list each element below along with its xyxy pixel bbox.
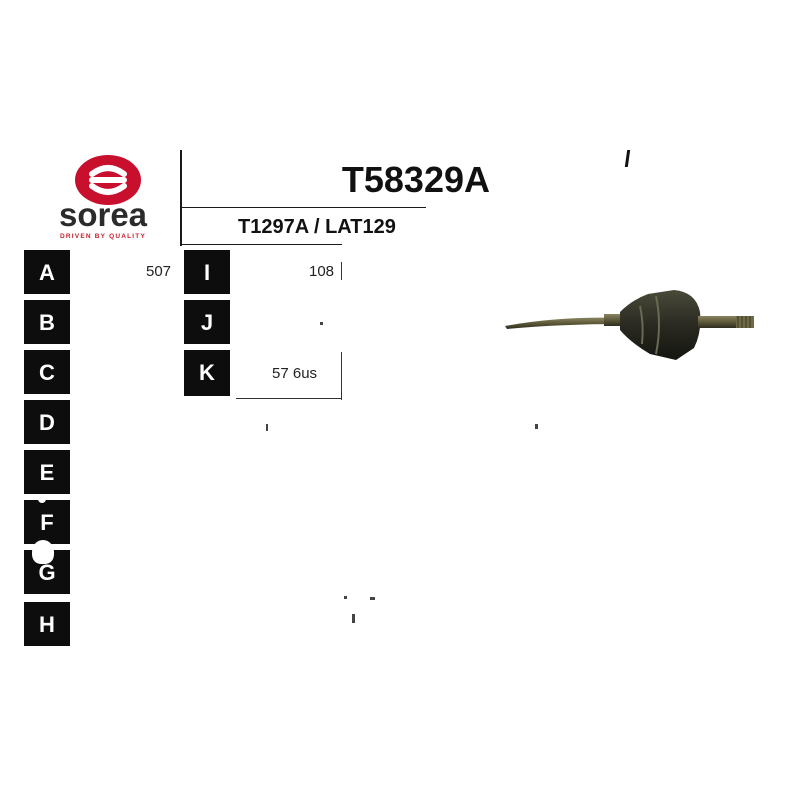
spec-label-c: C bbox=[24, 350, 70, 396]
spec-value-i: 108 bbox=[309, 263, 335, 280]
artifact-blob bbox=[32, 540, 54, 564]
artifact-dot bbox=[38, 495, 46, 503]
spec-value-a: 507 bbox=[146, 263, 172, 280]
brand-tagline: DRIVEN BY QUALITY bbox=[59, 233, 146, 240]
spec-label-e: E bbox=[24, 450, 70, 496]
sorea-seal-icon bbox=[75, 155, 141, 205]
header-bottom-rule bbox=[182, 244, 342, 245]
spec-label-i: I bbox=[184, 250, 230, 296]
spec-label-b: B bbox=[24, 300, 70, 346]
part-number: T58329A bbox=[341, 160, 490, 200]
value-divider bbox=[341, 262, 342, 280]
header-divider-horizontal bbox=[180, 207, 426, 208]
spec-label-j: J bbox=[184, 300, 230, 346]
artifact-dot bbox=[370, 597, 375, 600]
spec-label-a: A bbox=[24, 250, 70, 296]
spec-value-k: 57 6us bbox=[272, 365, 318, 382]
spec-label-h: H bbox=[24, 602, 70, 648]
artifact-dot bbox=[320, 322, 323, 325]
artifact-dot bbox=[266, 424, 268, 431]
cv-axle-icon bbox=[505, 290, 754, 360]
value-divider bbox=[341, 352, 342, 400]
value-divider bbox=[236, 398, 342, 399]
brand-wordmark: sorea bbox=[58, 196, 148, 233]
artifact-dot bbox=[535, 424, 538, 429]
corner-mark bbox=[624, 150, 631, 167]
brand-logo: sorea DRIVEN BY QUALITY bbox=[24, 150, 182, 246]
header-divider-vertical bbox=[180, 150, 182, 246]
artifact-dot bbox=[344, 596, 347, 599]
artifact-dot bbox=[352, 614, 355, 623]
spec-label-k: K bbox=[184, 350, 230, 398]
spec-label-f: F bbox=[24, 500, 70, 546]
spec-label-d: D bbox=[24, 400, 70, 446]
cross-references: T1297A / LAT129 bbox=[238, 216, 396, 238]
